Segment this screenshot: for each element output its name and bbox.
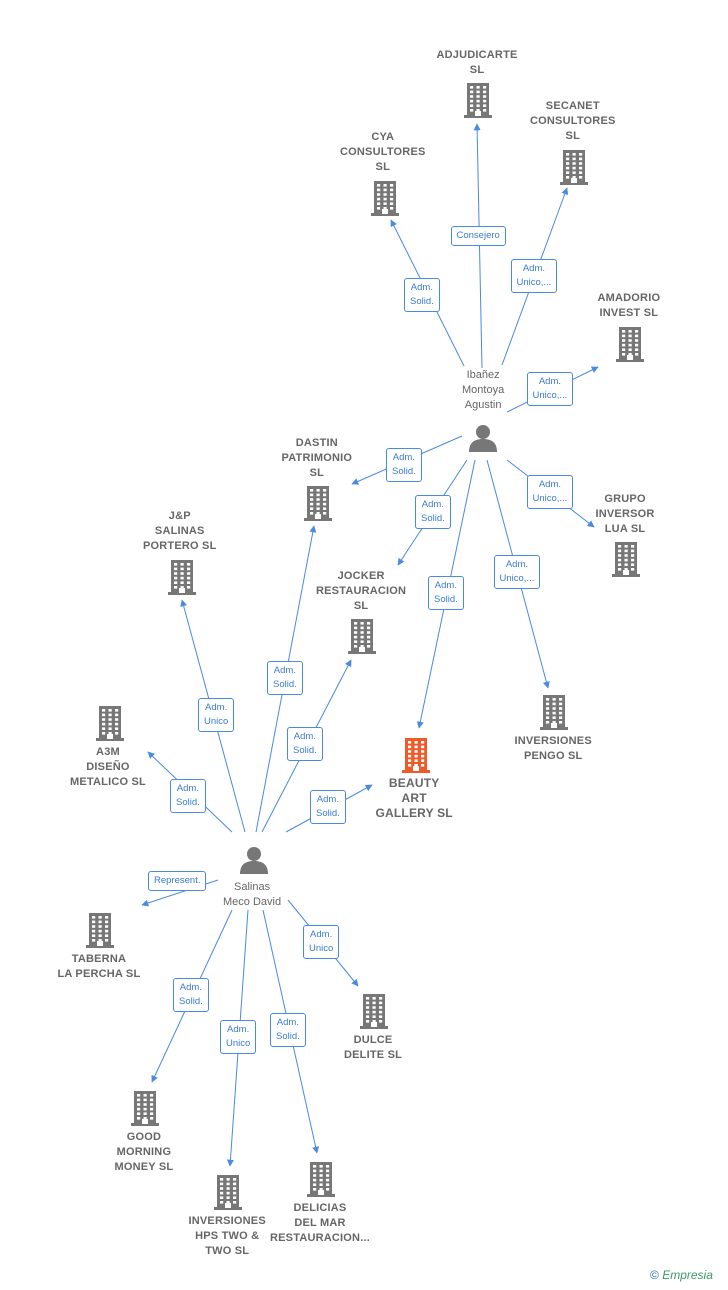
credit: © Empresia [650, 1268, 713, 1282]
company-label-hps[interactable]: INVERSIONES HPS TWO & TWO SL [188, 1215, 266, 1257]
building-icon[interactable] [304, 485, 332, 521]
building-icon[interactable] [540, 694, 568, 730]
building-icon[interactable] [307, 1161, 335, 1197]
building-icon[interactable] [560, 149, 588, 185]
edge-label-salinas-delicias[interactable]: Adm. Solid. [270, 1013, 306, 1047]
edge-label-salinas-hps[interactable]: Adm. Unico [220, 1020, 257, 1054]
person-icon[interactable] [239, 846, 269, 874]
company-label-delicias[interactable]: DELICIAS DEL MAR RESTAURACION... [270, 1202, 370, 1244]
building-icon[interactable] [96, 705, 124, 741]
edge-label-ibanez-pengo[interactable]: Adm. Unico,... [493, 555, 541, 589]
edge-label-ibanez-cya[interactable]: Adm. Solid. [404, 278, 440, 312]
company-label-amadorio[interactable]: AMADORIO INVEST SL [597, 292, 661, 319]
edge-label-salinas-jp[interactable]: Adm. Unico [198, 698, 235, 732]
company-label-jp[interactable]: J&P SALINAS PORTERO SL [143, 510, 217, 552]
company-label-taberna[interactable]: TABERNA LA PERCHA SL [57, 953, 141, 980]
edge-label-salinas-taberna[interactable]: Represent. [148, 871, 207, 891]
edge-label-ibanez-grupo[interactable]: Adm. Unico,... [526, 475, 574, 509]
building-icon[interactable] [612, 541, 640, 577]
edge-label-salinas-a3m[interactable]: Adm. Solid. [170, 779, 206, 813]
company-label-pengo[interactable]: INVERSIONES PENGO SL [514, 735, 592, 762]
edge-label-ibanez-secanet[interactable]: Adm. Unico,... [510, 259, 558, 293]
edge-label-salinas-good[interactable]: Adm. Solid. [173, 978, 209, 1012]
company-label-beauty[interactable]: BEAUTY ART GALLERY SL [375, 776, 453, 820]
edge-label-ibanez-beauty[interactable]: Adm. Solid. [428, 576, 464, 610]
company-label-cya[interactable]: CYA CONSULTORES SL [340, 131, 426, 173]
edge-label-ibanez-jocker[interactable]: Adm. Solid. [415, 495, 451, 529]
building-icon[interactable] [371, 180, 399, 216]
edge-label-ibanez-adjudicarte[interactable]: Consejero [450, 226, 506, 246]
company-label-a3m[interactable]: A3M DISEÑO METALICO SL [70, 746, 146, 788]
company-label-good[interactable]: GOOD MORNING MONEY SL [114, 1131, 174, 1173]
edge-label-salinas-jocker[interactable]: Adm. Solid. [287, 727, 323, 761]
person-label-salinas[interactable]: Salinas Meco David [223, 881, 282, 908]
building-icon[interactable] [360, 993, 388, 1029]
company-label-secanet[interactable]: SECANET CONSULTORES SL [530, 100, 616, 142]
edge-label-ibanez-dastin[interactable]: Adm. Solid. [386, 448, 422, 482]
company-label-jocker[interactable]: JOCKER RESTAURACION SL [316, 570, 407, 612]
building-icon[interactable] [348, 618, 376, 654]
edge-label-salinas-dulce[interactable]: Adm. Unico [303, 925, 340, 959]
company-label-dulce[interactable]: DULCE DELITE SL [344, 1034, 403, 1061]
edge-label-salinas-beauty[interactable]: Adm. Solid. [310, 790, 346, 824]
copyright-symbol: © [650, 1268, 659, 1282]
company-label-adjudicarte[interactable]: ADJUDICARTE SL [436, 49, 518, 76]
building-icon[interactable] [464, 82, 492, 118]
building-icon[interactable] [168, 559, 196, 595]
building-icon[interactable] [616, 326, 644, 362]
edge-label-ibanez-amadorio[interactable]: Adm. Unico,... [526, 372, 574, 406]
person-label-ibanez[interactable]: Ibañez Montoya Agustin [462, 369, 505, 411]
edge-ibanez-adjudicarte [473, 123, 483, 369]
building-icon[interactable] [131, 1090, 159, 1126]
edge-label-salinas-dastin[interactable]: Adm. Solid. [267, 661, 303, 695]
building-icon[interactable] [86, 912, 114, 948]
company-label-dastin[interactable]: DASTIN PATRIMONIO SL [281, 437, 353, 479]
building-icon-focus[interactable] [402, 737, 430, 773]
brand-logo: Empresia [662, 1268, 713, 1282]
building-icon[interactable] [214, 1174, 242, 1210]
company-label-grupo[interactable]: GRUPO INVERSOR LUA SL [595, 493, 655, 535]
person-icon[interactable] [468, 424, 498, 452]
